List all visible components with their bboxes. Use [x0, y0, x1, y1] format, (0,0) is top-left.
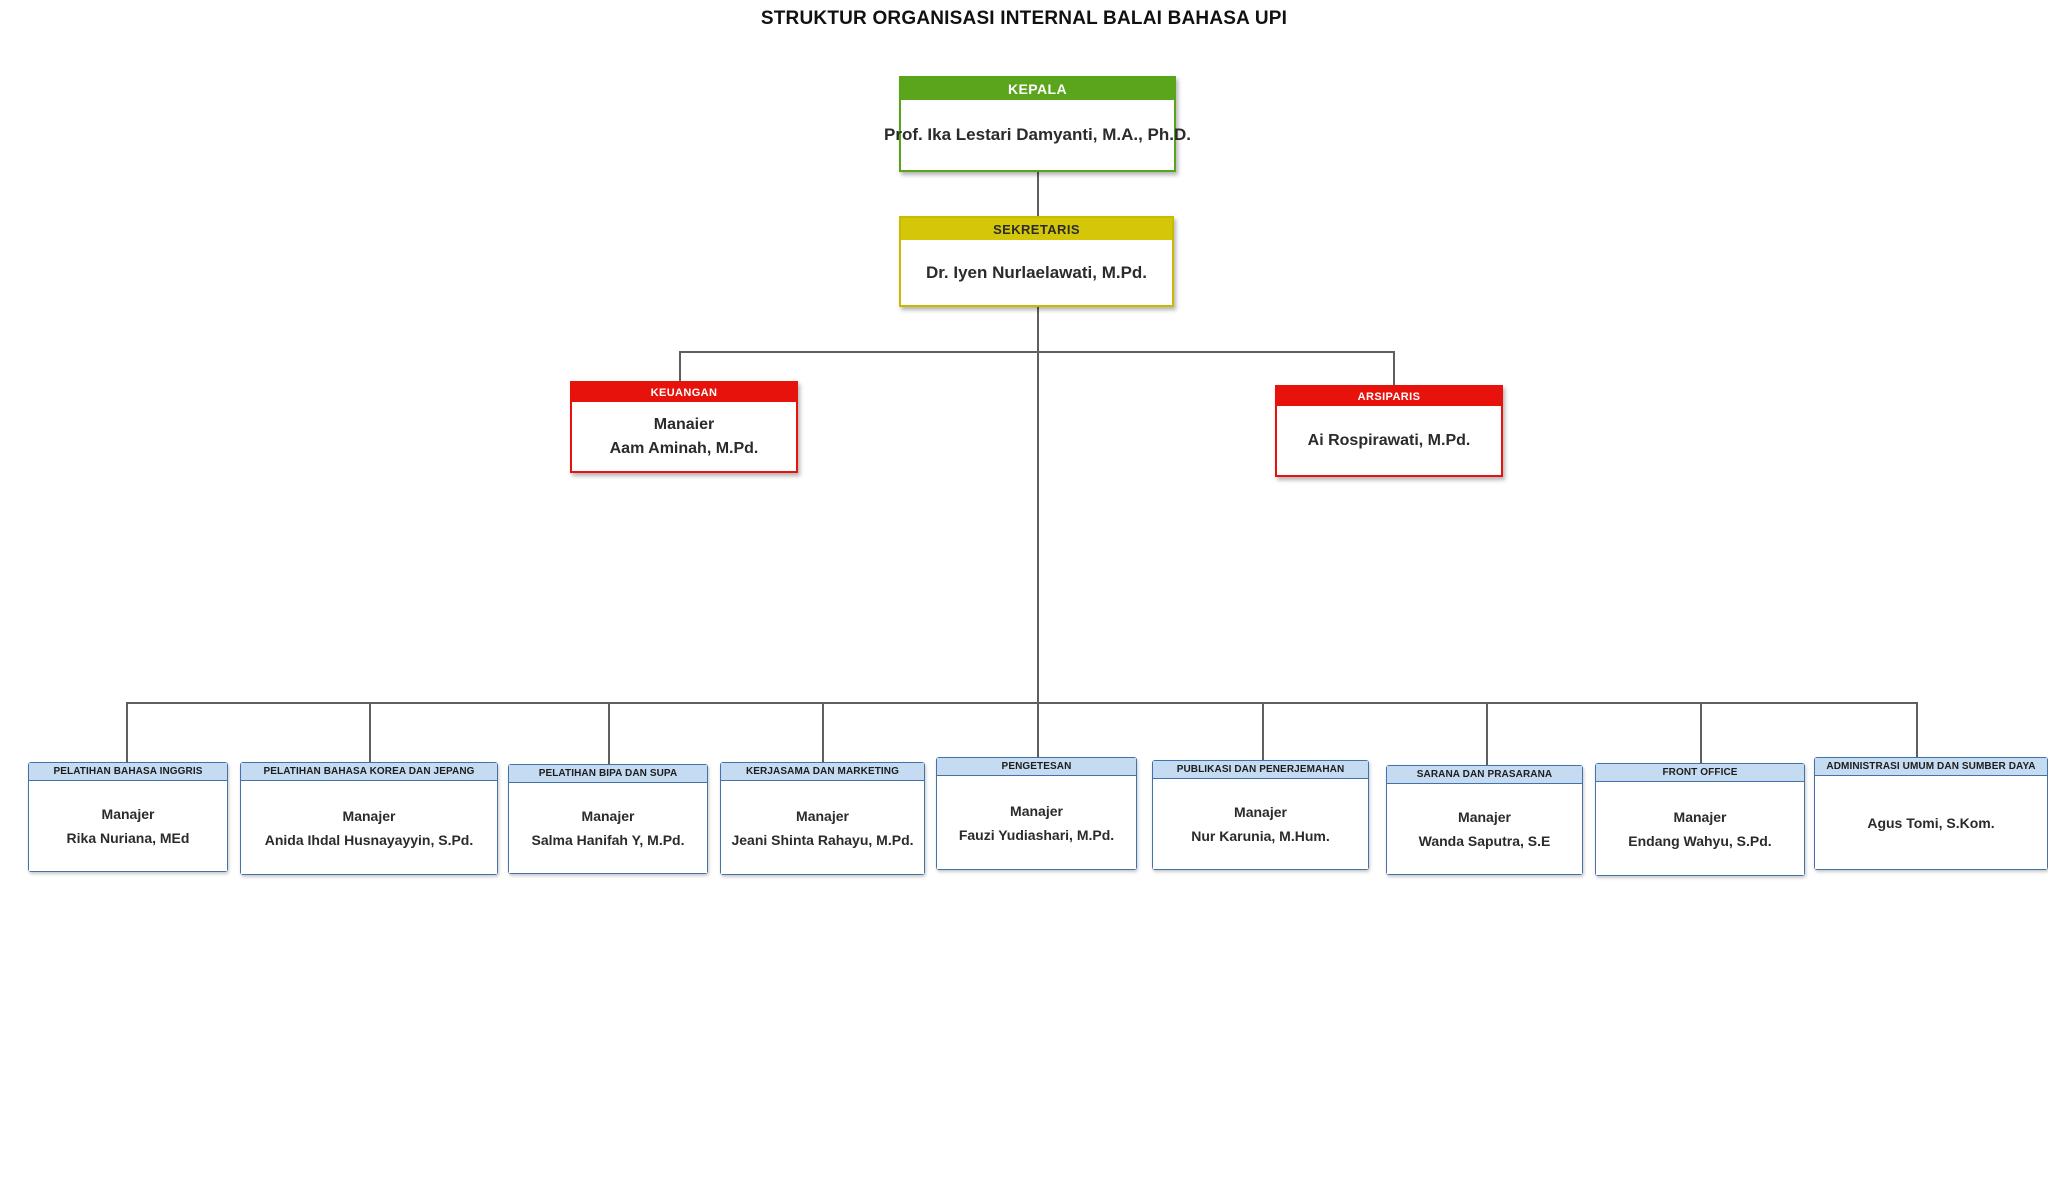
node-kepala-body: Prof. Ika Lestari Damyanti, M.A., Ph.D.	[884, 100, 1191, 170]
connector-drop-division-3	[608, 702, 610, 764]
node-kepala[interactable]: KEPALA Prof. Ika Lestari Damyanti, M.A.,…	[884, 76, 1191, 172]
node-division-2-body: Manajer Anida Ihdal Husnayayyin, S.Pd.	[241, 781, 497, 874]
node-division-3-body: Manajer Salma Hanifah Y, M.Pd.	[509, 783, 707, 873]
node-division-4-person: Jeani Shinta Rahayu, M.Pd.	[731, 831, 914, 848]
connector-drop-division-8	[1700, 702, 1702, 763]
connector-drop-keuangan	[679, 351, 681, 383]
node-keuangan-body: Manaier Aam Aminah, M.Pd.	[572, 402, 796, 471]
node-division-4-body: Manajer Jeani Shinta Rahayu, M.Pd.	[721, 781, 924, 874]
node-division-6-header: PUBLIKASI DAN PENERJEMAHAN	[1153, 761, 1368, 779]
node-arsiparis[interactable]: ARSIPARIS Ai Rospirawati, M.Pd.	[1275, 385, 1503, 477]
node-division-9[interactable]: ADMINISTRASI UMUM DAN SUMBER DAYA Agus T…	[1814, 757, 2048, 870]
node-division-6-person: Nur Karunia, M.Hum.	[1191, 828, 1330, 844]
node-division-5-header: PENGETESAN	[937, 758, 1136, 776]
connector-drop-arsiparis	[1393, 351, 1395, 387]
node-sekretaris-header: SEKRETARIS	[901, 218, 1172, 240]
node-keuangan[interactable]: KEUANGAN Manaier Aam Aminah, M.Pd.	[570, 381, 798, 473]
node-division-1-body: Manajer Rika Nuriana, MEd	[29, 781, 227, 871]
node-division-5-person: Fauzi Yudiashari, M.Pd.	[958, 826, 1115, 843]
connector-bus-divisions	[126, 702, 1916, 704]
node-division-3[interactable]: PELATIHAN BIPA DAN SUPA Manajer Salma Ha…	[508, 764, 708, 874]
node-division-5-role: Manajer	[1010, 802, 1063, 819]
node-division-8-body: Manajer Endang Wahyu, S.Pd.	[1596, 782, 1804, 875]
node-sekretaris-person: Dr. Iyen Nurlaelawati, M.Pd.	[925, 262, 1148, 282]
node-division-8-person: Endang Wahyu, S.Pd.	[1628, 832, 1772, 849]
node-division-7-header: SARANA DAN PRASARANA	[1387, 766, 1582, 784]
connector-drop-division-9	[1916, 702, 1918, 757]
connector-drop-division-1	[126, 702, 128, 762]
node-division-7-body: Manajer Wanda Saputra, S.E	[1387, 784, 1582, 874]
node-division-8-role: Manajer	[1673, 808, 1727, 825]
connector-drop-division-6	[1262, 702, 1264, 760]
node-division-3-role: Manajer	[581, 808, 635, 824]
node-division-1-person: Rika Nuriana, MEd	[66, 830, 190, 846]
node-division-3-header: PELATIHAN BIPA DAN SUPA	[509, 765, 707, 783]
connector-sekretaris-spine	[1037, 307, 1039, 702]
node-division-9-person: Agus Tomi, S.Kom.	[1867, 814, 1995, 831]
node-division-7-person: Wanda Saputra, S.E	[1418, 833, 1551, 849]
node-kepala-person: Prof. Ika Lestari Damyanti, M.A., Ph.D.	[883, 125, 1192, 144]
node-division-6[interactable]: PUBLIKASI DAN PENERJEMAHAN Manajer Nur K…	[1152, 760, 1369, 870]
node-division-1-role: Manajer	[101, 806, 155, 822]
node-division-5[interactable]: PENGETESAN Manajer Fauzi Yudiashari, M.P…	[936, 757, 1137, 870]
node-division-4[interactable]: KERJASAMA DAN MARKETING Manajer Jeani Sh…	[720, 762, 925, 875]
node-division-2[interactable]: PELATIHAN BAHASA KOREA DAN JEPANG Manaje…	[240, 762, 498, 875]
connector-drop-division-2	[369, 702, 371, 762]
node-division-9-header: ADMINISTRASI UMUM DAN SUMBER DAYA	[1815, 758, 2047, 776]
node-division-6-role: Manajer	[1234, 804, 1287, 820]
node-division-4-role: Manajer	[796, 807, 849, 824]
node-division-1[interactable]: PELATIHAN BAHASA INGGRIS Manajer Rika Nu…	[28, 762, 228, 872]
connector-drop-division-4	[822, 702, 824, 762]
node-division-6-body: Manajer Nur Karunia, M.Hum.	[1153, 779, 1368, 869]
page-title: STRUKTUR ORGANISASI INTERNAL BALAI BAHAS…	[760, 8, 1288, 29]
node-division-2-header: PELATIHAN BAHASA KOREA DAN JEPANG	[241, 763, 497, 781]
node-division-4-header: KERJASAMA DAN MARKETING	[721, 763, 924, 781]
node-keuangan-person: Aam Aminah, M.Pd.	[609, 439, 759, 457]
node-arsiparis-body: Ai Rospirawati, M.Pd.	[1277, 406, 1501, 475]
node-sekretaris[interactable]: SEKRETARIS Dr. Iyen Nurlaelawati, M.Pd.	[899, 216, 1174, 307]
node-division-8[interactable]: FRONT OFFICE Manajer Endang Wahyu, S.Pd.	[1595, 763, 1805, 876]
node-division-2-person: Anida Ihdal Husnayayyin, S.Pd.	[264, 831, 474, 848]
node-division-1-header: PELATIHAN BAHASA INGGRIS	[29, 763, 227, 781]
connector-drop-division-7	[1486, 702, 1488, 765]
connector-drop-division-5	[1037, 702, 1039, 757]
node-division-2-role: Manajer	[342, 807, 396, 824]
node-division-8-header: FRONT OFFICE	[1596, 764, 1804, 782]
node-sekretaris-body: Dr. Iyen Nurlaelawati, M.Pd.	[901, 240, 1172, 305]
node-division-7-role: Manajer	[1458, 809, 1511, 825]
node-keuangan-header: KEUANGAN	[572, 383, 796, 402]
connector-kepala-to-sekretaris	[1037, 172, 1039, 217]
node-arsiparis-person: Ai Rospirawati, M.Pd.	[1307, 431, 1471, 449]
node-arsiparis-header: ARSIPARIS	[1277, 387, 1501, 406]
connector-bus-units	[679, 351, 1395, 353]
node-division-5-body: Manajer Fauzi Yudiashari, M.Pd.	[937, 776, 1136, 869]
node-division-3-person: Salma Hanifah Y, M.Pd.	[531, 832, 685, 848]
node-keuangan-role: Manaier	[653, 415, 715, 433]
node-division-7[interactable]: SARANA DAN PRASARANA Manajer Wanda Saput…	[1386, 765, 1583, 875]
node-division-9-body: Agus Tomi, S.Kom.	[1815, 776, 2047, 869]
node-kepala-header: KEPALA	[901, 78, 1174, 100]
